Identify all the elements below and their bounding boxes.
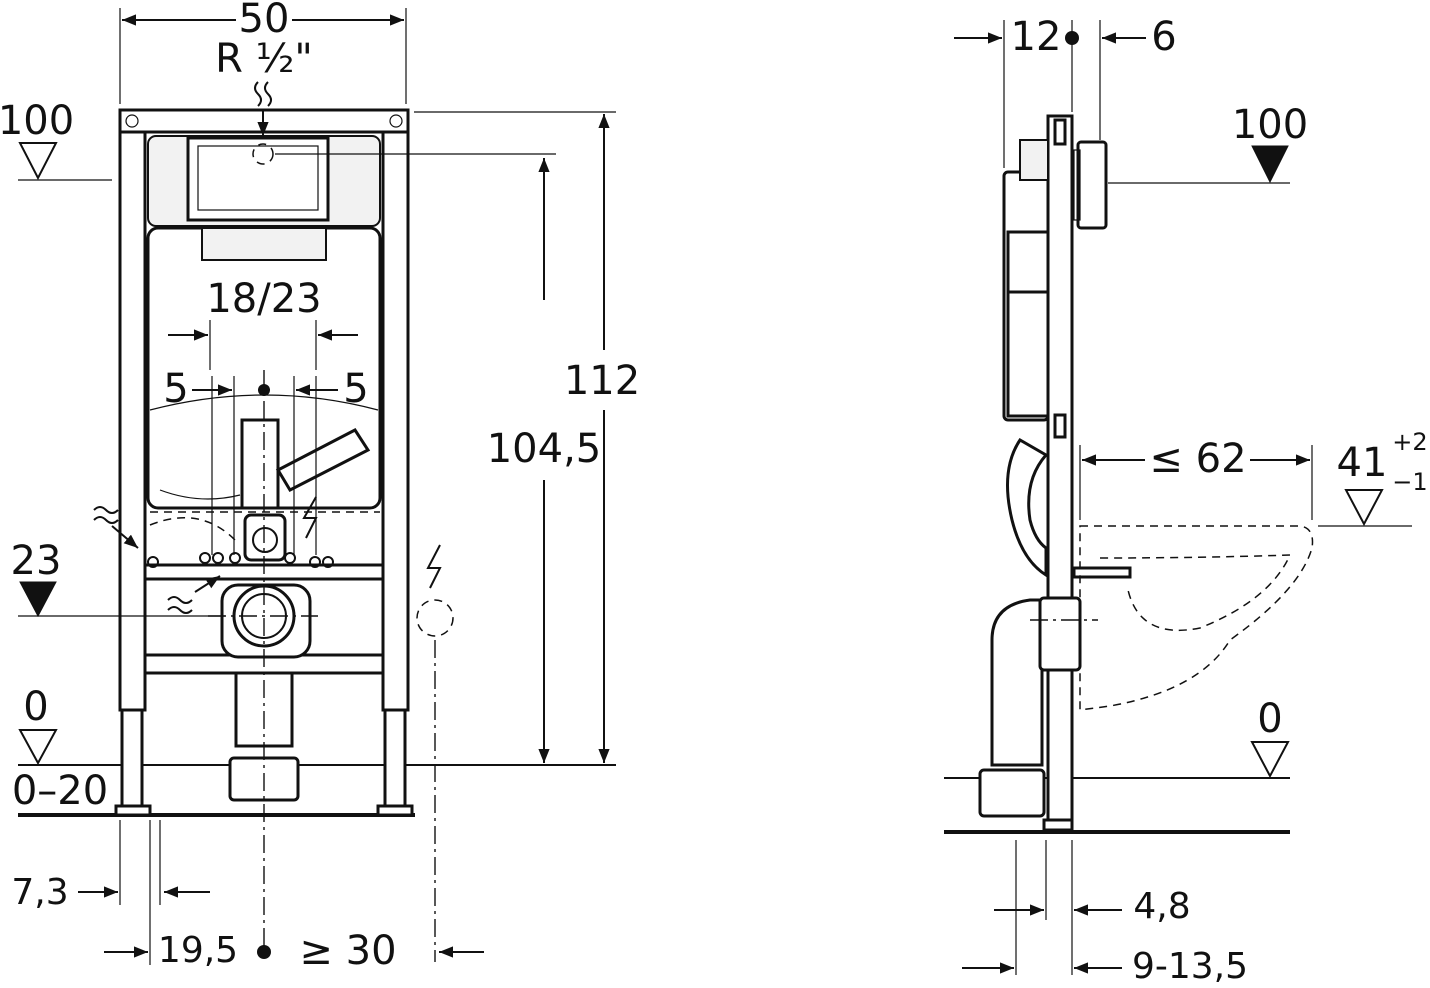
electric-icon-inner (302, 496, 318, 539)
electric-icon (426, 544, 442, 589)
level-0-side: 0 (1257, 696, 1282, 742)
wc-bowl-outline (1079, 525, 1314, 711)
level-100-side: 100 (1232, 102, 1308, 148)
dim-depth-range: 9-13,5 (1132, 946, 1248, 987)
thread-label: R ½" (215, 36, 313, 82)
seat-tolerance-minus: −1 (1392, 468, 1427, 496)
side-drain-socket (978, 768, 1046, 818)
dim-side-top-left: 12 (1011, 14, 1062, 60)
floor-range: 0–20 (12, 768, 108, 814)
dim-tank-height: 104,5 (487, 426, 602, 472)
seat-tolerance-plus: +2 (1392, 428, 1427, 456)
dim-total-height: 112 (564, 358, 640, 404)
dim-side-top-right: 6 (1151, 14, 1176, 60)
frame-left-leg (120, 708, 144, 812)
seat-height: 41 (1337, 440, 1388, 486)
support-bolt (1072, 566, 1132, 579)
water-icon-top (254, 81, 262, 107)
electrical-box (416, 599, 454, 637)
drain-pipe (234, 671, 294, 748)
frame-right-leg (383, 708, 407, 812)
overflow-pipe (275, 428, 371, 492)
dim-projection: ≤ 62 (1149, 436, 1246, 482)
front-view: 50 R ½" 100 23 0 0–20 18/23 5 5 104,5 (0, 0, 640, 974)
dim-frame-width: 50 (239, 0, 290, 42)
flush-hose (1006, 437, 1049, 578)
flush-plate-opening (186, 136, 330, 222)
side-view: 12 6 100 ≤ 62 41 +2 −1 0 4,8 9-13,5 (944, 14, 1428, 987)
flush-pipe (240, 418, 280, 510)
level-marker-solid (19, 581, 57, 618)
dim-foot-spacing: 19,5 (158, 930, 238, 971)
level-100-front: 100 (0, 98, 74, 144)
level-marker-open (18, 142, 58, 181)
dim-min-distance: ≥ 30 (299, 928, 396, 974)
level-23: 23 (11, 538, 62, 584)
water-icon-bottom (167, 596, 193, 604)
frame-left-upright (118, 108, 147, 712)
dim-offset-right: 5 (343, 366, 368, 412)
dim-foot-offset: 7,3 (11, 872, 68, 913)
level-0-front: 0 (23, 684, 48, 730)
side-upright (1046, 114, 1074, 830)
water-icon-left (93, 506, 119, 514)
flush-plate-ring (1076, 140, 1108, 230)
dim-bolt-spacing: 18/23 (206, 276, 321, 322)
dim-depth-min: 4,8 (1133, 886, 1190, 927)
dim-offset-left: 5 (163, 366, 188, 412)
frame-right-upright (381, 108, 410, 712)
